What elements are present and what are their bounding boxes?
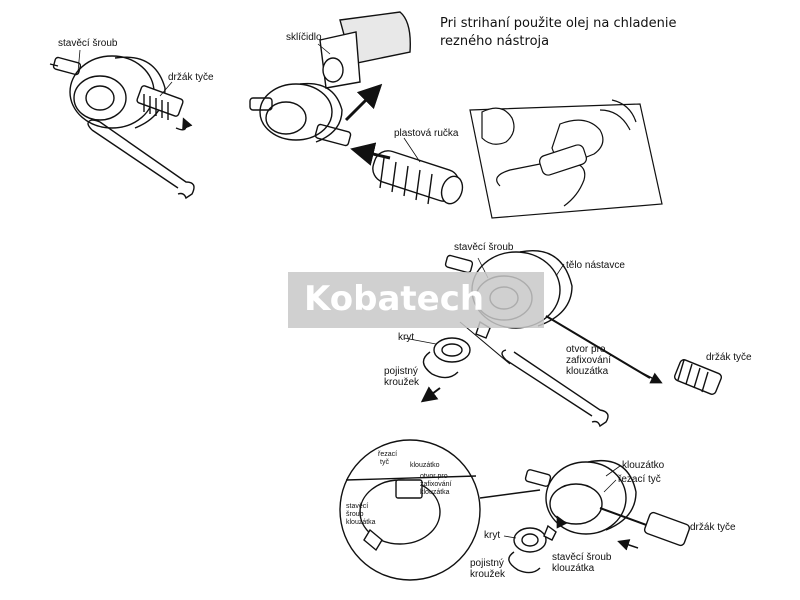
- fig4-hole-label-2: zafixování: [566, 355, 611, 366]
- fig3-cutting-sheet: [469, 99, 663, 219]
- detail-hole-label-1: otvor pro: [420, 473, 448, 480]
- fig5-cover-label: kryt: [484, 530, 500, 541]
- detail-screw-label-3: klouzátka: [346, 519, 376, 526]
- detail-screw-label-1: stavěcí: [346, 503, 368, 510]
- fig2-chuck-label: sklíčidlo: [286, 32, 322, 43]
- watermark-text: Kobatech: [304, 279, 484, 319]
- fig5-rod-holder-label: držák tyče: [690, 522, 736, 533]
- fig4-cover-label: kryt: [398, 332, 414, 343]
- fig4-rod-holder-label: držák tyče: [706, 352, 752, 363]
- fig4-hole-label-3: klouzátka: [566, 366, 609, 377]
- detail-screw-label-2: šroub: [346, 511, 364, 518]
- detail-hole-label-2: zafixování: [420, 481, 452, 488]
- fig4-body-label: tělo nástavce: [566, 260, 625, 271]
- note-line-2: rezného nástroja: [440, 34, 549, 49]
- fig4-ring-label-1: pojistný: [384, 366, 418, 377]
- fig5-ring-label-1: pojistný: [470, 558, 504, 569]
- detail-slider-label: klouzátko: [410, 462, 440, 469]
- fig1-rod-holder-label: držák tyče: [168, 72, 214, 83]
- detail-hole-label-3: klouzátka: [420, 489, 450, 496]
- fig2-plastic-handle-label: plastová ručka: [394, 128, 459, 139]
- detail-cutting-rod-label-2: tyč: [380, 459, 389, 466]
- detail-cutting-rod-label-1: řezací: [378, 451, 397, 458]
- fig1-set-screw-label: stavěcí šroub: [58, 38, 118, 49]
- watermark-logo: Kobatech: [288, 272, 544, 328]
- fig5-slider-screw-label-2: klouzátka: [552, 563, 595, 574]
- fig4-guide-line: [459, 321, 511, 365]
- fig1-nibbler-attachment: [49, 55, 195, 200]
- fig4-hole-label-1: otvor pro: [566, 344, 606, 355]
- fig4-set-screw-label: stavěcí šroub: [454, 242, 514, 253]
- fig4-ring-label-2: kroužek: [384, 377, 420, 388]
- fig2-chuck-assembly: [249, 11, 464, 205]
- fig5-cutting-rod-label: řezací tyč: [618, 474, 661, 485]
- fig5-slider-screw-label-1: stavěcí šroub: [552, 552, 612, 563]
- fig5-slider-label: klouzátko: [622, 460, 665, 471]
- fig5-ring-label-2: kroužek: [470, 569, 506, 580]
- fig5-detail-circle: [339, 439, 541, 581]
- note-line-1: Pri strihaní použite olej na chladenie: [440, 16, 677, 31]
